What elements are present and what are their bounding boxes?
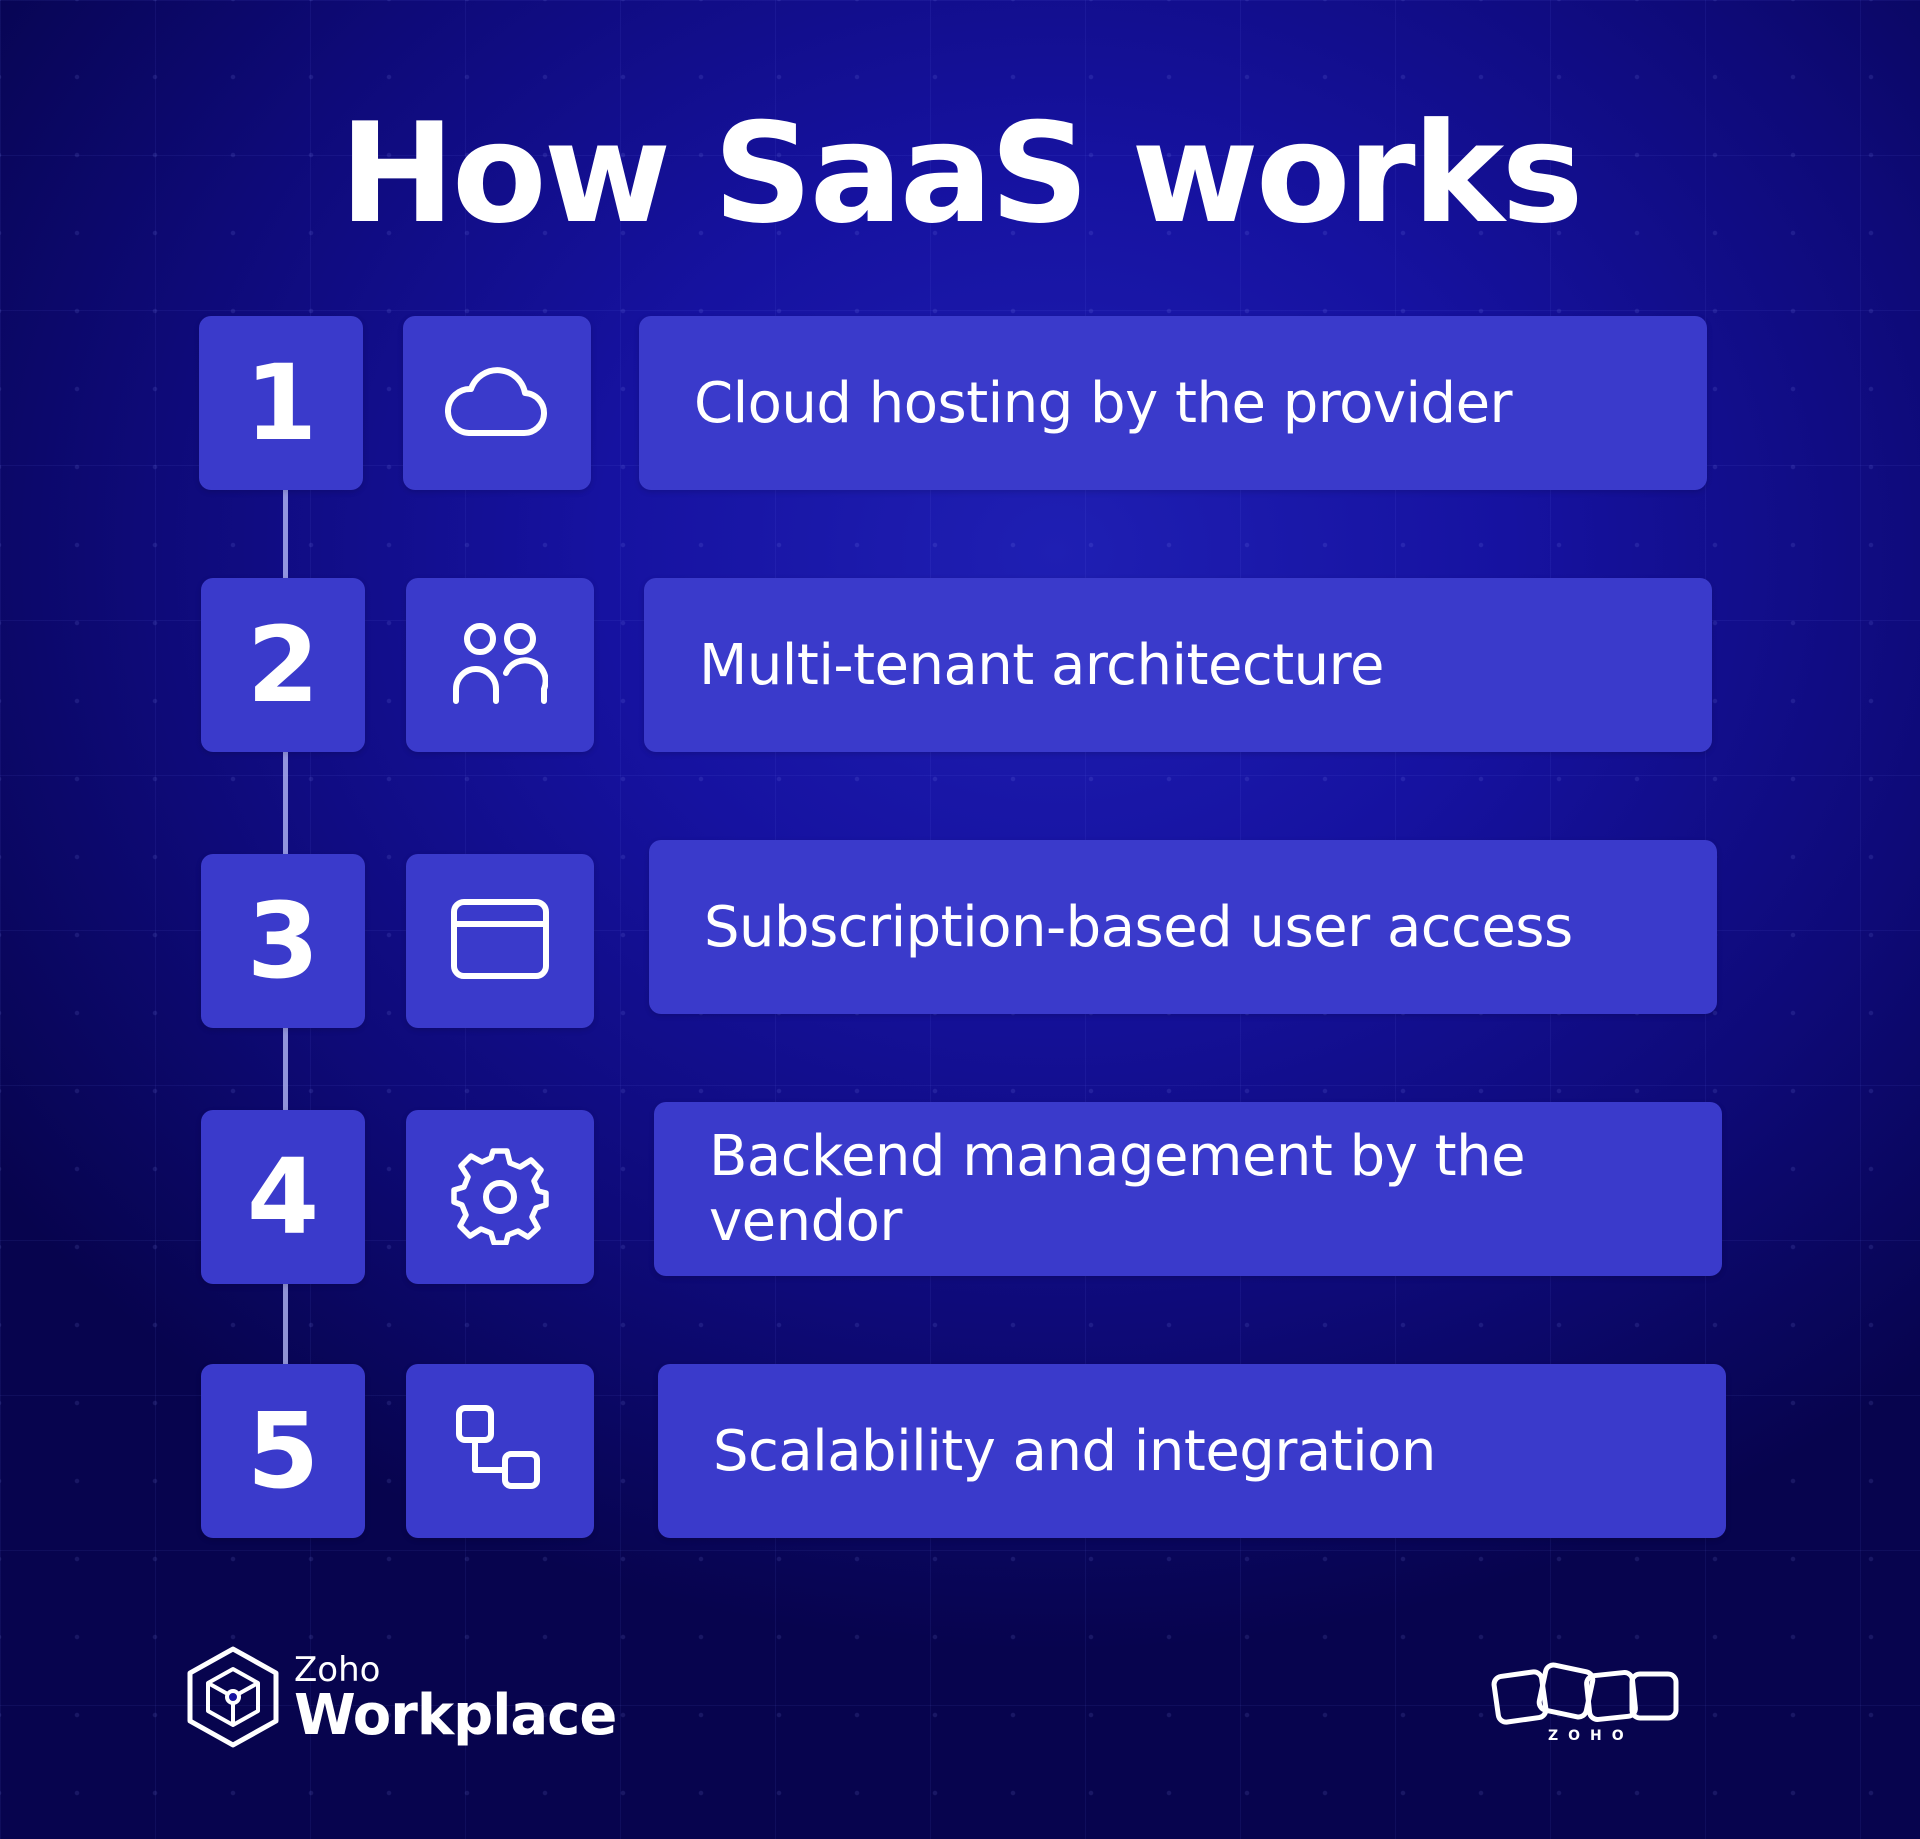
- step-label: Subscription-based user access: [649, 840, 1717, 1014]
- step-row-2: 2 Multi-tenant architecture: [0, 578, 1920, 752]
- zoho-logo-icon: [1490, 1662, 1686, 1738]
- step-label: Cloud hosting by the provider: [639, 316, 1707, 490]
- step-connector: [283, 752, 288, 854]
- step-row-5: 5 Scalability and integration: [0, 1364, 1920, 1538]
- step-icon-box: [406, 1110, 594, 1284]
- credit-card-icon: [450, 896, 550, 986]
- step-row-3: 3 Subscription-based user access: [0, 840, 1920, 1028]
- zoho-wordmark: ZOHO: [1548, 1728, 1634, 1744]
- step-connector: [283, 490, 288, 578]
- step-row-4: 4 Backend management by the vendor: [0, 1102, 1920, 1284]
- step-label: Scalability and integration: [658, 1364, 1726, 1538]
- cube-logo-icon: [186, 1645, 280, 1753]
- integration-icon: [455, 1404, 545, 1498]
- zoho-workplace-logo: Zoho Workplace: [186, 1645, 617, 1753]
- step-icon-box: [406, 854, 594, 1028]
- step-icon-box: [406, 1364, 594, 1538]
- step-connector: [283, 1028, 288, 1110]
- step-row-1: 1 Cloud hosting by the provider: [0, 316, 1920, 490]
- step-number: 2: [201, 578, 365, 752]
- users-icon: [452, 621, 549, 709]
- step-number: 5: [201, 1364, 365, 1538]
- gear-icon: [450, 1145, 550, 1249]
- cloud-icon: [445, 361, 549, 445]
- step-number: 4: [201, 1110, 365, 1284]
- step-label: Multi-tenant architecture: [644, 578, 1712, 752]
- brand-small-text: Zoho: [294, 1649, 381, 1690]
- step-label: Backend management by the vendor: [654, 1102, 1722, 1276]
- brand-big-text: Workplace: [294, 1682, 617, 1748]
- step-number: 1: [199, 316, 363, 490]
- step-number: 3: [201, 854, 365, 1028]
- page-title: How SaaS works: [339, 93, 1583, 254]
- step-icon-box: [406, 578, 594, 752]
- step-connector: [283, 1284, 288, 1364]
- step-icon-box: [403, 316, 591, 490]
